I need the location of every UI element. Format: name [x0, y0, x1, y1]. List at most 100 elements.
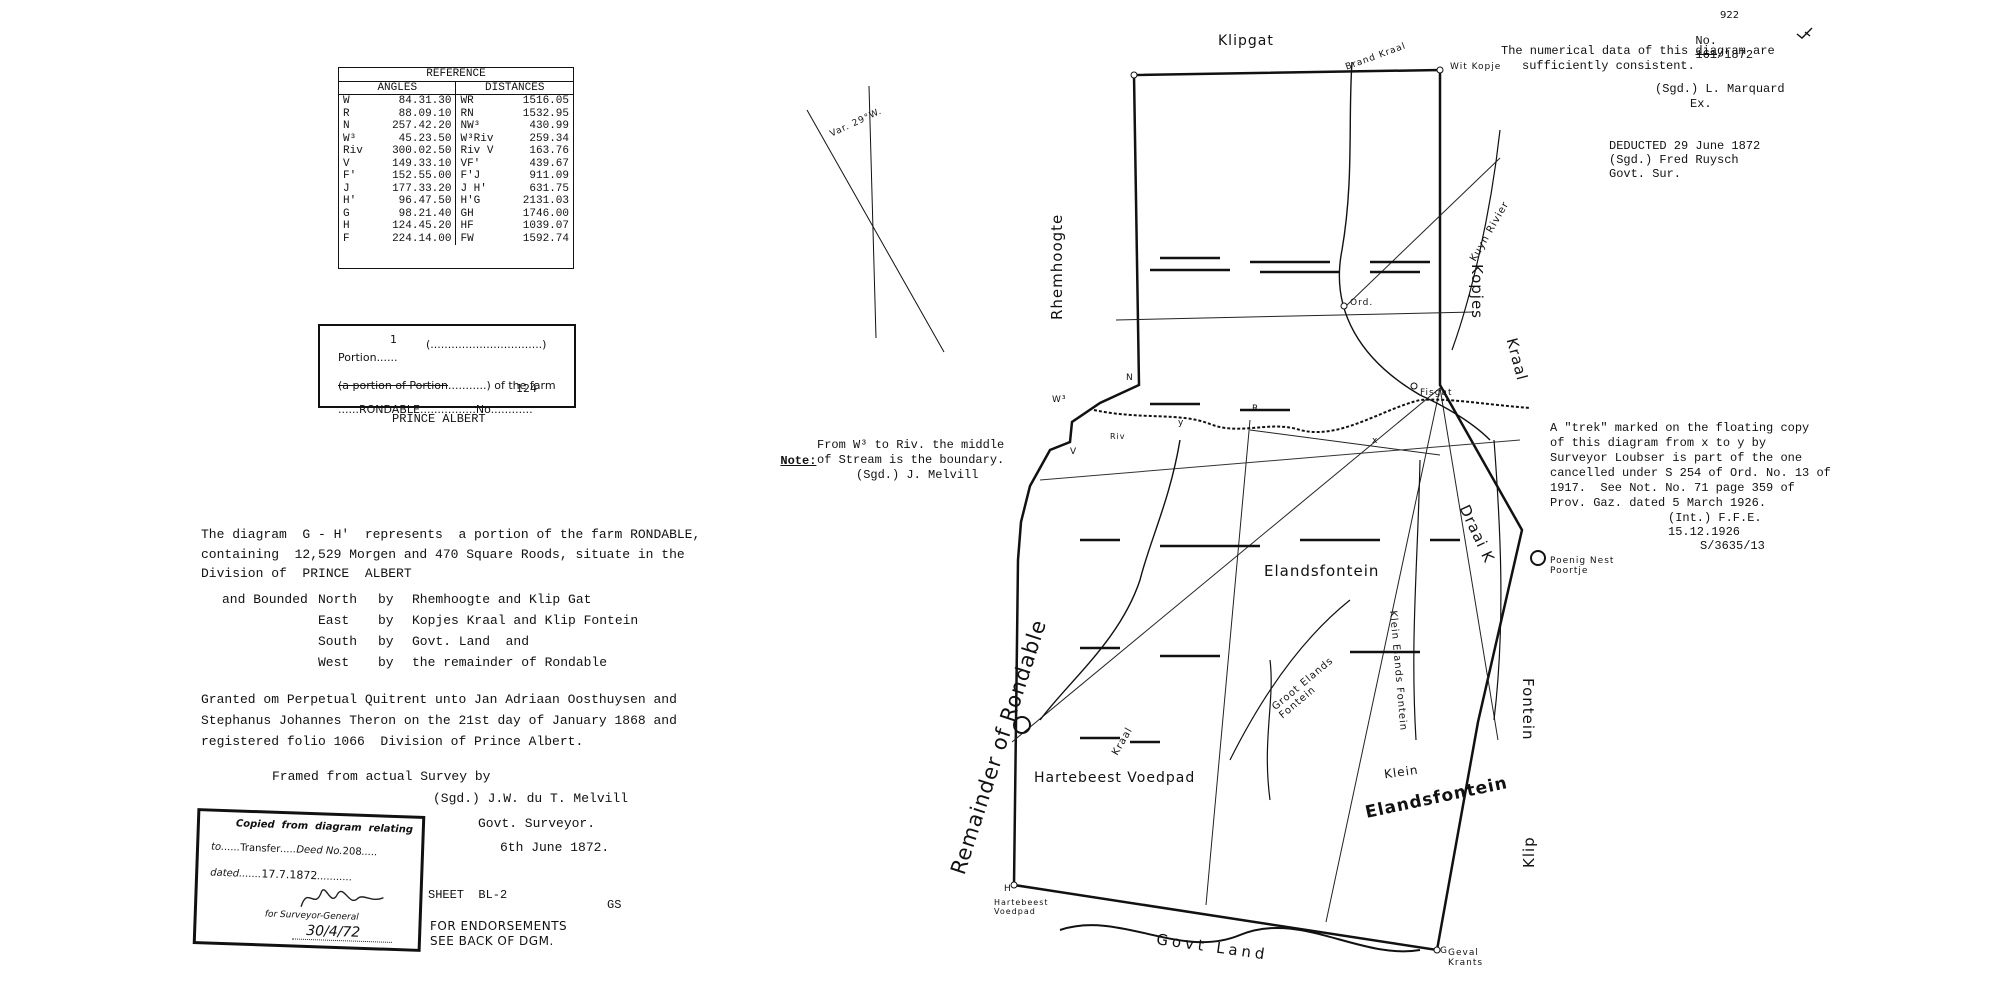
distance-value: 1039.07	[522, 220, 569, 232]
distance-value: 631.75	[529, 182, 569, 195]
description-line-3: Division of PRINCE ALBERT	[201, 566, 412, 581]
description-line-2: containing 12,529 Morgen and 470 Square …	[201, 547, 685, 562]
angle-point: V	[343, 157, 350, 170]
angle-point: F	[343, 232, 350, 245]
stream-kraal	[1039, 439, 1181, 721]
angle-value: 124.45.20	[372, 220, 457, 233]
endorsements-line-1: FOR ENDORSEMENTS	[430, 919, 568, 933]
variation-line	[806, 109, 945, 353]
distance-segment: VF'	[460, 157, 481, 170]
description-line-1: The diagram G - H' represents a portion …	[201, 527, 701, 542]
distance-segment: RN	[460, 107, 474, 120]
bound-neighbour: Govt. Land and	[412, 634, 530, 649]
map-label-kopjes: Kopjes	[1468, 264, 1486, 319]
no-year: /1872	[1717, 48, 1754, 62]
map-label-fontein: Fontein	[1519, 678, 1537, 741]
govt-land-hatch	[1059, 924, 1421, 953]
stream-groot	[1229, 599, 1351, 761]
govt-sur-title: Govt. Sur.	[1609, 167, 1682, 181]
bound-by: by	[378, 613, 394, 628]
no-label: No	[475, 403, 491, 416]
farm-name: RONDABLE	[358, 403, 420, 416]
stream-draai	[1493, 439, 1502, 721]
map-label-H: H	[1004, 884, 1012, 894]
portion-number: 1	[390, 333, 397, 346]
angle-point: H	[343, 220, 350, 232]
angle-point: Riv	[343, 145, 363, 157]
angle-value: 224.14.00	[372, 232, 457, 245]
grant-line-3: registered folio 1066 Division of Prince…	[201, 734, 584, 749]
reference-title: REFERENCE	[339, 68, 573, 82]
surveyor-title: Govt. Surveyor.	[478, 816, 596, 831]
angles-header: ANGLES	[339, 81, 457, 95]
trek-line-1: A "trek" marked on the floating copy	[1550, 421, 1810, 435]
distance-segment: W³Riv	[460, 132, 494, 145]
point-ord	[1340, 302, 1348, 310]
bound-by: by	[378, 592, 394, 607]
bound-by: by	[378, 655, 394, 670]
trek-line-9: S/3635/13	[1700, 539, 1765, 553]
surveyor-signature: (Sgd.) J.W. du T. Melvill	[433, 791, 629, 806]
distance-value: 1592.74	[522, 232, 569, 245]
survey-line-7	[1345, 157, 1501, 307]
point-H	[1010, 881, 1018, 889]
of-the-farm: ...........) of the farm	[448, 379, 556, 392]
bound-direction: North	[318, 592, 358, 607]
point-G	[1433, 946, 1441, 954]
map-label-hartebeest-small: Hartebeest Voedpad	[994, 898, 1049, 916]
distance-value: 1746.00	[522, 207, 569, 220]
distance-segment: F'J	[460, 170, 481, 182]
bound-neighbour: the remainder of Rondable	[412, 655, 608, 670]
no-hand: 922	[1720, 10, 1740, 21]
angle-value: 98.21.40	[372, 207, 457, 220]
angle-value: 152.55.00	[372, 170, 457, 183]
copied-stamp: Copied from diagram relating to......Tra…	[192, 808, 426, 952]
distance-value: 2131.03	[522, 195, 569, 207]
map-label-hartebeest: Hartebeest Voedpad	[1034, 770, 1196, 786]
map-label-ord: Ord.	[1350, 298, 1374, 308]
no-label-right: No.	[1695, 34, 1718, 48]
angle-point: R	[343, 107, 350, 120]
consistency-line-1: The numerical data of this diagram are	[1501, 44, 1775, 58]
map-label-V: V	[1070, 447, 1078, 457]
trek-line-4: cancelled under S 254 of Ord. No. 13 of	[1550, 466, 1831, 480]
angle-point: H'	[343, 195, 357, 207]
map-label-N: N	[1126, 373, 1134, 383]
hill-hatching	[1080, 256, 1460, 744]
bound-direction: South	[318, 634, 358, 649]
trek-line-6: Prov. Gaz. dated 5 March 1926.	[1550, 496, 1767, 510]
map-label-poenig: Poenig Nest Poortje	[1550, 556, 1615, 576]
distance-segment: FW	[460, 232, 474, 245]
examiner-title: Ex.	[1690, 97, 1712, 111]
point-wit-kopje	[1436, 66, 1444, 74]
north-line	[868, 85, 877, 339]
point-rhemhoogte	[1130, 71, 1138, 79]
angle-point: J	[343, 182, 350, 195]
angle-value: 149.33.10	[372, 157, 457, 170]
trek-line-7: (Int.) F.F.E.	[1668, 511, 1762, 525]
distance-segment: Riv V	[460, 145, 494, 157]
angle-value: 84.31.30	[372, 94, 457, 108]
bound-direction: East	[318, 613, 350, 628]
distance-value: 1516.05	[522, 95, 569, 107]
stream-1	[1338, 61, 1491, 441]
bounded-label: and Bounded	[222, 592, 308, 607]
distance-value: 911.09	[529, 170, 569, 182]
note-label-text: Note:	[780, 454, 817, 468]
division-name: PRINCE ALBERT	[392, 412, 486, 426]
map-label-wit-kopje: Wit Kopje	[1450, 62, 1502, 72]
bound-by: by	[378, 634, 394, 649]
survey-line-6	[1115, 311, 1475, 321]
gs-label: GS	[607, 898, 622, 912]
examiner-signature: (Sgd.) L. Marquard	[1655, 82, 1785, 96]
map-label-y: y	[1178, 418, 1185, 428]
distance-value: 439.67	[529, 157, 569, 170]
signature-scribble	[300, 889, 384, 907]
portion-label: Portion......	[338, 351, 398, 364]
map-label-klip: Klip	[1520, 836, 1538, 868]
